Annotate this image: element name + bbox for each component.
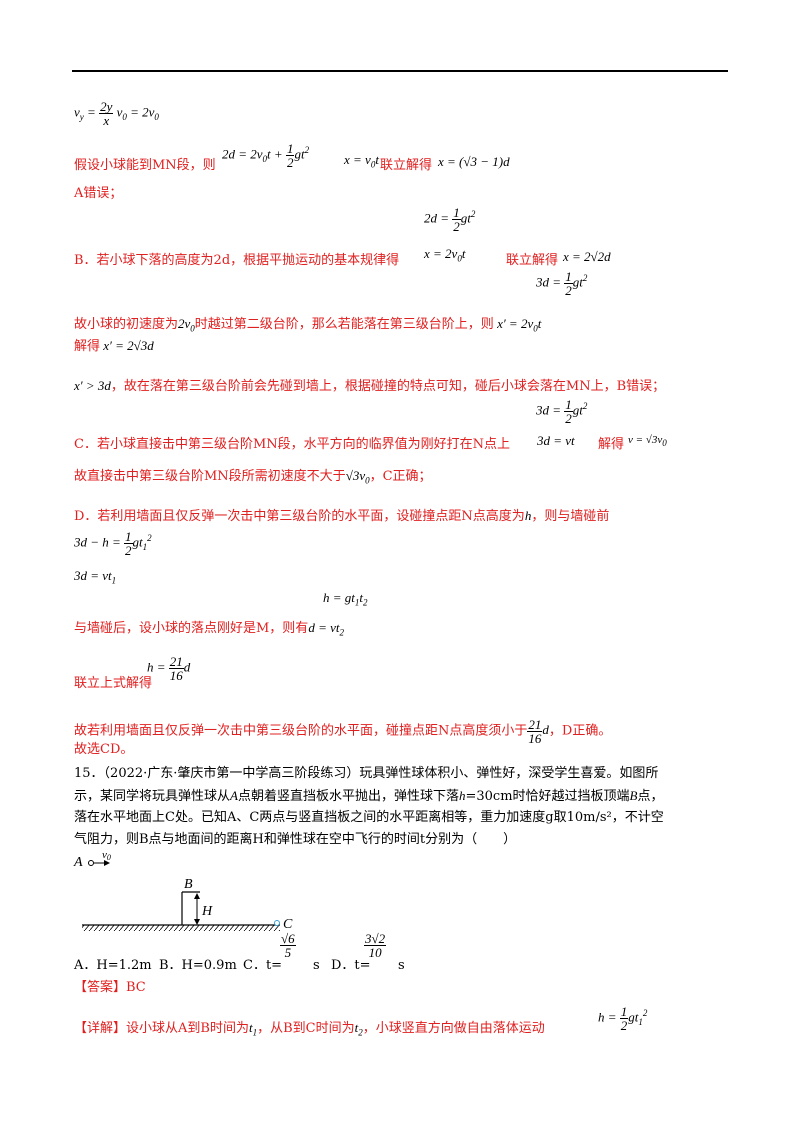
q15-line2c: 点朝着竖直挡板水平抛出，弹性球下落 xyxy=(237,789,459,804)
q15-d-den: 10 xyxy=(368,945,382,960)
b-line4-text: ，故在落在第三级台阶前会先碰到墙上，根据碰撞的特点可知，碰后小球会落在MN上，B… xyxy=(110,379,666,394)
d-conc-a: 故若利用墙面且仅反弹一次击中第三级台阶的水平面，碰撞点距N点高度须小于 xyxy=(74,723,528,739)
q15-answer: 【答案】BC xyxy=(74,980,146,996)
detail-t2: t2 xyxy=(354,1020,363,1038)
b-solve: 联立解得 xyxy=(506,253,559,268)
b-line2: 故小球的初速度为2v0时越过第二级台阶，那么若能落在第三级台阶上，则 x′ = … xyxy=(74,316,541,337)
answer-value: BC xyxy=(126,980,146,995)
answer-tag: 【答案】 xyxy=(74,980,127,995)
b-line3-eq: x′ = 2√3d xyxy=(100,338,154,353)
d-h: h xyxy=(524,508,532,523)
d-after: 与墙碰后，设小球的落点刚好是M，则有d = vt2 xyxy=(74,620,344,641)
b-line2-b: 时越过第二级台阶，那么若能落在第三级台阶上，则 xyxy=(194,317,494,332)
q15-line1: 15．（2022·广东·肇庆市第一中学高三阶段练习）玩具弹性球体积小、弹性好，深… xyxy=(74,766,659,781)
detail-tag: 【详解】 xyxy=(74,1021,127,1036)
detail-text-a: 设小球从A到B时间为 xyxy=(126,1021,249,1036)
q15-line4: 气阻力，则B点与地面间的距离H和弹性球在空中飞行的时间t分别为（ ） xyxy=(74,832,517,847)
fig-H-head-top xyxy=(194,893,200,899)
q15-d-num: 3√2 xyxy=(364,931,387,946)
q15-line2i: 点， xyxy=(637,789,664,804)
fig-label-C: C xyxy=(283,917,293,932)
assume-eq3: x = (√3 − 1)d xyxy=(438,154,510,169)
q15-detail: 【详解】设小球从A到B时间为t1，从B到C时间为t2，小球竖直方向做自由落体运动 xyxy=(74,1020,545,1041)
c-text: C．若小球直接击中第三级台阶MN段，水平方向的临界值为刚好打在N点上 xyxy=(74,437,511,452)
b-line2-eq: x′ = 2v0t xyxy=(493,316,542,334)
c-solve: 解得 xyxy=(598,437,625,452)
q15-line2a: 示，某同学将玩具弹性球从 xyxy=(74,789,231,804)
fig-ball-C xyxy=(274,920,280,926)
d-eq3: h = gt1t2 xyxy=(323,590,368,608)
q15-option-c: C．t= xyxy=(243,958,283,973)
fig-ball-A xyxy=(88,860,94,866)
fig-label-v0: v0 xyxy=(102,852,111,862)
detail-text-b: ，从B到C时间为 xyxy=(257,1021,355,1036)
b-v0: 2v0 xyxy=(178,316,195,334)
q15-line2: 示，某同学将玩具弹性球从A点朝着竖直挡板水平抛出，弹性球下落h=30cm时恰好越… xyxy=(74,788,664,805)
fig-label-A: A xyxy=(73,855,83,870)
q15-d-unit: s xyxy=(398,958,405,973)
b-line4: x′ > 3d，故在落在第三级台阶前会先碰到墙上，根据碰撞的特点可知，碰后小球会… xyxy=(74,378,665,395)
d-text-a: D．若利用墙面且仅反弹一次击中第三级台阶的水平面，设碰撞点距N点高度为 xyxy=(74,509,525,524)
c-line2-eq: √3v0 xyxy=(345,468,370,486)
b-text: B．若小球下落的高度为2d，根据平抛运动的基本规律得 xyxy=(74,253,400,268)
fig-v0-arrowhead xyxy=(104,860,110,866)
d-eq2: 3d = vt1 xyxy=(74,568,117,586)
q15-c-den: 5 xyxy=(284,945,292,960)
fig-ground-hatch xyxy=(82,925,280,931)
c-line2b: ，C正确； xyxy=(369,469,432,484)
a-wrong: A错误； xyxy=(74,186,123,201)
c-line2a: 故直接击中第三级台阶MN段所需初速度不大于 xyxy=(74,469,346,484)
c-line2: 故直接击中第三级台阶MN段所需初速度不大于√3v0，C正确； xyxy=(74,468,432,489)
b-line3-text: 解得 xyxy=(74,339,101,354)
d-after-text: 与墙碰后，设小球的落点刚好是M，则有 xyxy=(74,621,309,636)
fig-label-H: H xyxy=(201,904,213,919)
d-text: D．若利用墙面且仅反弹一次击中第三级台阶的水平面，设碰撞点距N点高度为h，则与墙… xyxy=(74,508,609,525)
d-text-b: ，则与墙碰前 xyxy=(531,509,610,524)
b-line3: 解得 x′ = 2√3d xyxy=(74,338,154,355)
d-solve: 联立上式解得 xyxy=(74,676,153,691)
q15-option-a: A．H=1.2m xyxy=(74,958,152,973)
d-choose: 故选CD。 xyxy=(74,742,134,757)
fig-H-head-bottom xyxy=(194,919,200,925)
assume-text: 假设小球能到MN段，则 xyxy=(74,158,216,173)
q15-h: h xyxy=(458,788,466,803)
q15-line2g: 时恰好越过挡板顶端 xyxy=(512,789,630,804)
q15-B: B xyxy=(629,788,638,803)
b-line4-eq: x′ > 3d xyxy=(74,378,111,393)
assume-eq2: x = v0t xyxy=(344,152,379,170)
c-res: v = √3v0 xyxy=(628,434,667,449)
q15-option-b: B．H=0.9m xyxy=(159,958,237,973)
q15-line3: 落在水平地面上C处。已知A、C两点与竖直挡板之间的水平距离相等，重力加速度g取1… xyxy=(74,810,664,825)
b-eq-x: x = 2v0t xyxy=(424,246,466,264)
fig-label-B: B xyxy=(184,877,193,892)
q15-c-num: √6 xyxy=(280,931,296,946)
q15-c-unit: s xyxy=(313,958,320,973)
b-eq-res: x = 2√2d xyxy=(563,249,611,264)
q15-A: A xyxy=(230,788,238,803)
header-rule xyxy=(72,70,728,72)
q15-line2e: =30 xyxy=(465,789,493,804)
assume-solve: 联立解得 xyxy=(380,158,433,173)
detail-t1: t1 xyxy=(248,1020,258,1038)
q15-cm: cm xyxy=(492,789,513,804)
b-line2-a: 故小球的初速度为 xyxy=(74,317,179,332)
c-eq: 3d = vt xyxy=(537,433,575,448)
q15-option-d: D．t= xyxy=(331,958,371,973)
detail-text-c: ，小球竖直方向做自由落体运动 xyxy=(362,1021,545,1036)
q15-figure: A v0 B H C xyxy=(73,852,293,932)
d-eq4: d = vt2 xyxy=(308,620,344,638)
d-conc-b: ，D正确。 xyxy=(548,723,612,739)
